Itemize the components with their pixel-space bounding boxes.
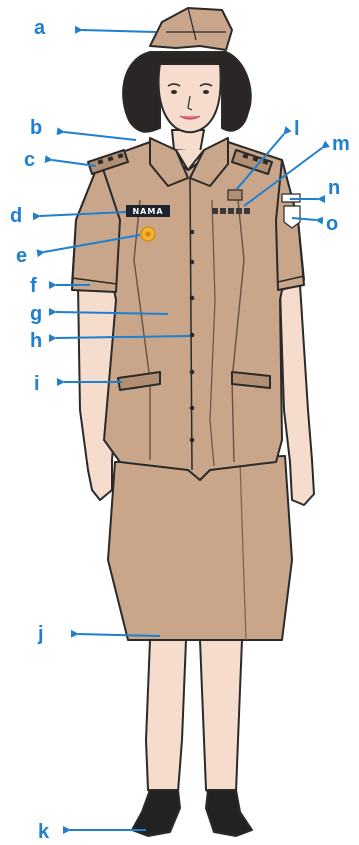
- garrison-cap: [150, 8, 232, 50]
- label-d: d: [10, 205, 22, 227]
- label-n: n: [328, 177, 340, 199]
- label-j: j: [37, 623, 44, 645]
- label-f: f: [30, 275, 37, 297]
- skirt: [108, 456, 292, 640]
- left-leg: [146, 640, 186, 800]
- label-k: k: [38, 821, 50, 843]
- label-o: o: [326, 213, 338, 235]
- label-h: h: [30, 330, 42, 352]
- label-a: a: [34, 17, 46, 39]
- label-b: b: [30, 117, 42, 139]
- name-tag-text: NAMA: [132, 207, 163, 216]
- insignia: [228, 190, 242, 200]
- label-g: g: [30, 303, 42, 325]
- right-pocket-flap: [232, 372, 270, 388]
- right-leg: [200, 640, 242, 800]
- woman-figure: NAMA: [72, 8, 314, 836]
- label-c: c: [24, 149, 35, 171]
- label-m: m: [332, 133, 350, 155]
- label-i: i: [34, 373, 40, 395]
- right-shoe: [206, 790, 252, 836]
- arrow-a: [82, 30, 156, 32]
- arrow-b: [64, 132, 136, 140]
- label-e: e: [16, 245, 27, 267]
- label-l: l: [294, 118, 300, 140]
- ribbon-bar: [212, 208, 250, 214]
